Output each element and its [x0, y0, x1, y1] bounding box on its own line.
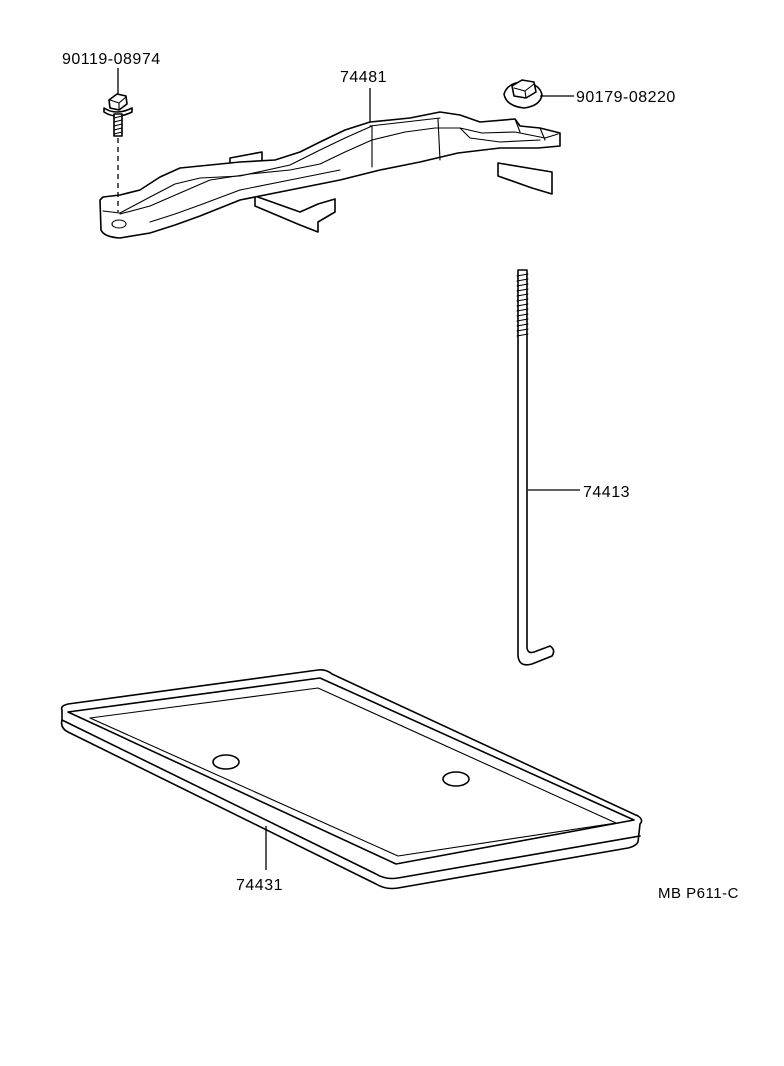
label-clamp: 74481: [340, 69, 387, 86]
hold-down-rod: [516, 269, 555, 666]
label-bolt: 90119-08974: [62, 51, 161, 68]
label-rod: 74413: [583, 484, 630, 501]
battery-clamp: [99, 111, 561, 239]
nut-90179-08220: [503, 79, 543, 109]
battery-tray: [60, 669, 643, 890]
label-tray: 74431: [236, 877, 283, 894]
bolt-90119-08974: [103, 93, 133, 212]
reference-code: MB P611-C: [658, 885, 739, 902]
label-nut: 90179-08220: [576, 89, 676, 106]
